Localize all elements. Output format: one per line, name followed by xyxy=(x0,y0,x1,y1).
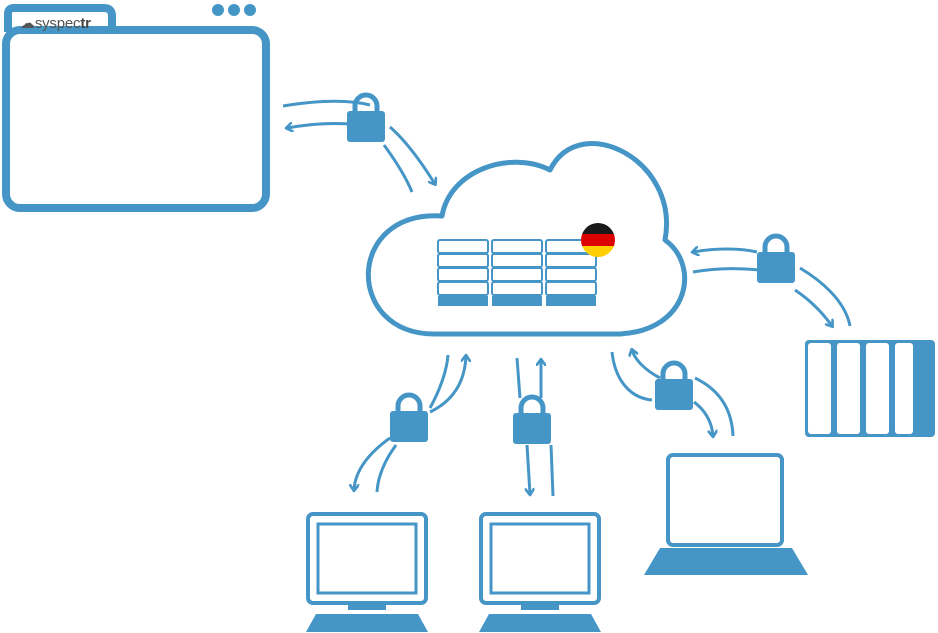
storage-shelf xyxy=(491,267,543,282)
germany-flag-icon xyxy=(581,223,615,257)
storage-shelf xyxy=(491,253,543,268)
lock-icon xyxy=(390,395,428,442)
lock-icon xyxy=(655,363,693,410)
laptop-icon xyxy=(644,453,808,575)
lock-icon xyxy=(757,236,795,283)
logo-text-prefix: sys xyxy=(34,15,57,32)
storage-shelf xyxy=(437,281,489,296)
storage-base xyxy=(438,296,488,306)
storage-shelf xyxy=(437,267,489,282)
lock-icon xyxy=(513,397,551,444)
storage-base xyxy=(492,296,542,306)
arrow-browser-to-cloud xyxy=(282,99,435,193)
storage-shelf xyxy=(437,239,489,254)
storage-shelf xyxy=(545,281,597,296)
arrow-rack-to-cloud xyxy=(693,249,852,326)
storage-stack-icon xyxy=(437,239,597,306)
storage-shelf xyxy=(491,239,543,254)
arrow-monitor2-to-cloud xyxy=(515,358,555,496)
logo-text-suffix: tr xyxy=(80,15,91,32)
storage-shelf xyxy=(437,253,489,268)
storage-shelf xyxy=(491,281,543,296)
arrow-monitor1-to-cloud xyxy=(354,355,466,492)
arrow-laptop-to-cloud xyxy=(610,350,735,436)
server-rack-icon xyxy=(805,340,935,437)
storage-shelf xyxy=(545,253,597,268)
storage-shelf xyxy=(545,267,597,282)
monitor-icon xyxy=(304,512,430,633)
monitor-icon xyxy=(477,512,603,633)
browser-window-icon xyxy=(2,4,270,212)
syspectr-logo: ☁syspectr xyxy=(20,14,91,32)
storage-base xyxy=(546,296,596,306)
logo-mark-icon: ☁ xyxy=(20,15,35,32)
logo-text-middle: pec xyxy=(56,15,81,32)
